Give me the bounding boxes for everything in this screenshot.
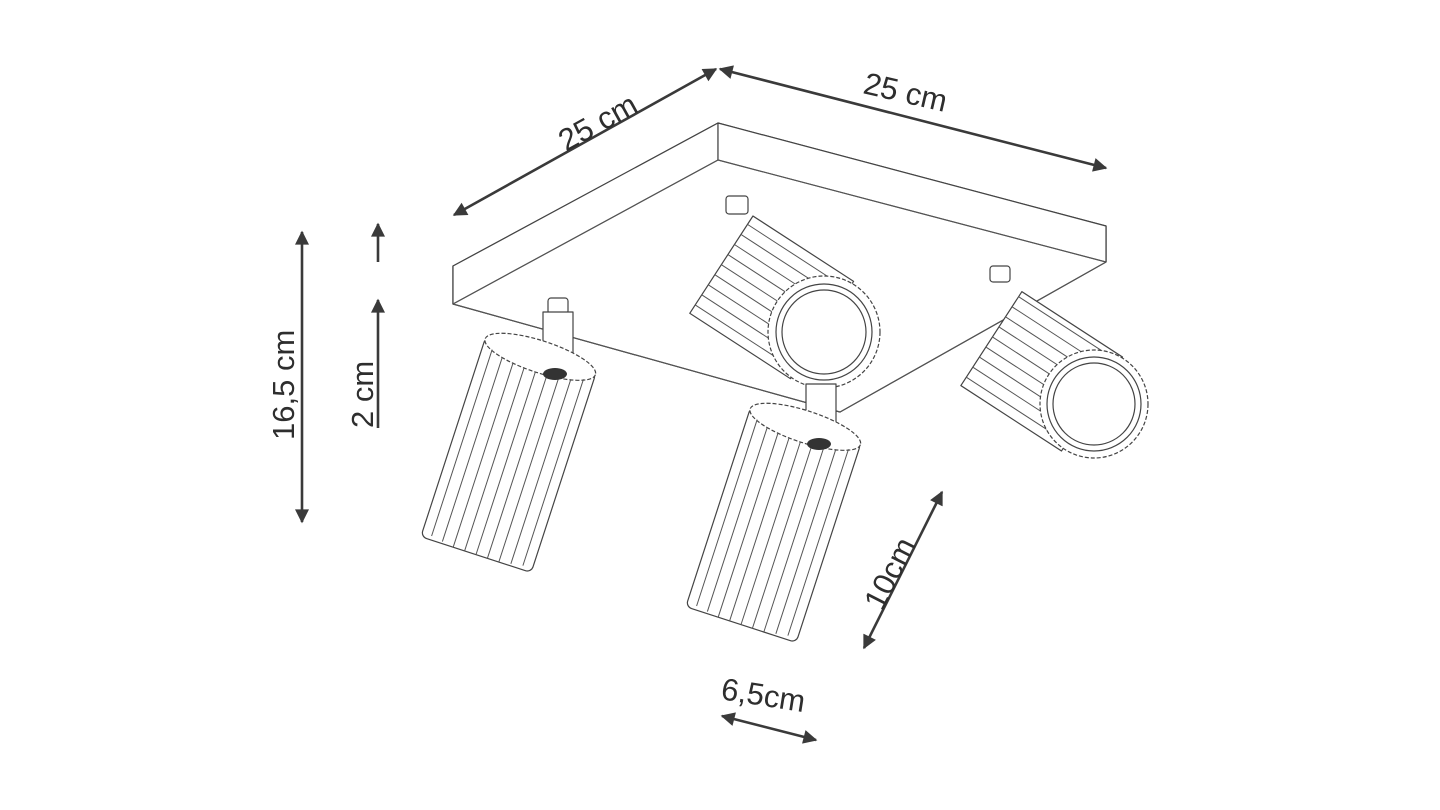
- dimension-shade-length: 10cm: [857, 490, 944, 650]
- label-shade-diameter: 6,5cm: [719, 671, 808, 719]
- dimension-base-width: 25 cm: [718, 65, 1108, 172]
- spot-right: [960, 265, 1149, 459]
- label-base-thickness: 2 cm: [345, 361, 380, 428]
- label-base-depth: 25 cm: [552, 87, 643, 159]
- label-shade-length: 10cm: [857, 532, 923, 615]
- spot-back-center: [689, 195, 881, 389]
- dimension-base-thickness: 2 cm: [345, 222, 385, 428]
- label-total-height: 16,5 cm: [266, 330, 301, 440]
- dimension-total-height: 16,5 cm: [266, 230, 309, 524]
- label-base-width: 25 cm: [860, 66, 950, 119]
- dimension-shade-diameter: 6,5cm: [719, 671, 818, 744]
- spot-front-center: [686, 383, 862, 642]
- spot-front-left: [421, 297, 597, 572]
